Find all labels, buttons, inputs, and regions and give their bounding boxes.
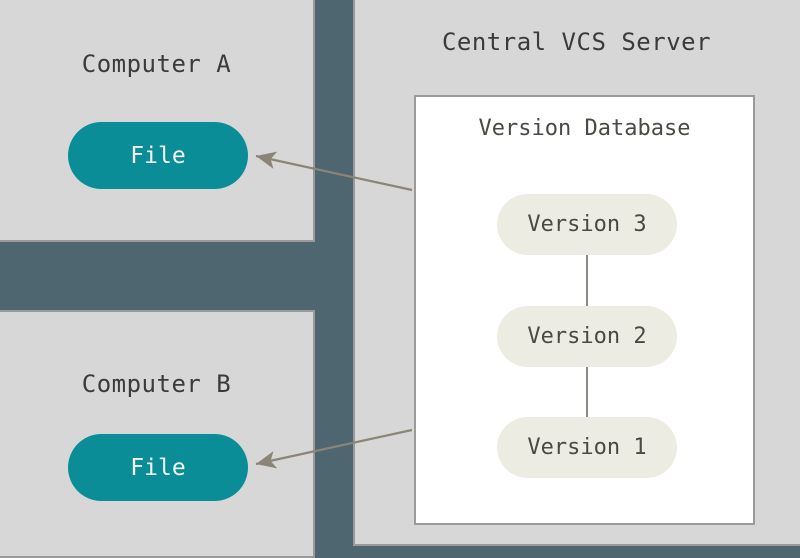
- version-2-node[interactable]: Version 2: [497, 306, 677, 367]
- version-3-node[interactable]: Version 3: [497, 194, 677, 255]
- computer-b-file-label: File: [130, 454, 186, 481]
- computer-a-panel: Computer A File: [0, 0, 315, 242]
- computer-a-file-node[interactable]: File: [68, 122, 248, 189]
- version-1-label: Version 1: [527, 435, 647, 460]
- version-2-label: Version 2: [527, 324, 647, 349]
- version-1-node[interactable]: Version 1: [497, 417, 677, 478]
- version-database-box: Version Database Version 3 Version 2 Ver…: [414, 95, 755, 525]
- connector-version2-version1: [586, 367, 588, 417]
- computer-a-file-label: File: [130, 142, 186, 169]
- computer-b-title: Computer B: [81, 370, 232, 398]
- version-3-label: Version 3: [527, 212, 647, 237]
- computer-a-title: Computer A: [81, 50, 232, 78]
- connector-version3-version2: [586, 255, 588, 306]
- computer-b-panel: Computer B File: [0, 310, 315, 558]
- version-database-title: Version Database: [478, 116, 691, 141]
- central-server-title: Central VCS Server: [441, 28, 712, 56]
- computer-b-file-node[interactable]: File: [68, 434, 248, 501]
- central-server-panel: Central VCS Server Version Database Vers…: [353, 0, 800, 546]
